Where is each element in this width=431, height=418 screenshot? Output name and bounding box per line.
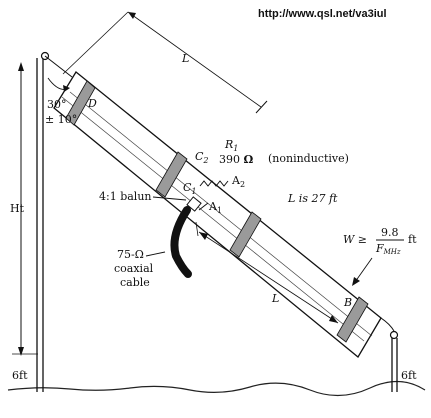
balun-box [186,196,202,212]
angle-tolerance-label: ± 10° [45,113,77,126]
feed-point-a1 [198,202,209,211]
ht-dimension [12,62,38,356]
right-post [389,330,399,392]
c1-label: C1 [183,181,197,196]
post-pulley [389,330,399,340]
w-leader-arrow [352,277,360,286]
band-a2 [229,211,262,258]
r1-value-label: 390 Ω [219,153,254,166]
six-ft-right-label: 6ft [401,369,417,382]
coax-leader [145,251,166,257]
left-rope [44,55,73,78]
noninductive-label: (noninductive) [268,152,349,165]
b-label: B [343,296,352,309]
w-formula-denominator: FMHz [375,242,401,256]
six-ft-left-label: 6ft [12,369,28,382]
right-rope [380,317,395,332]
l-bottom-dimension [195,221,339,324]
balun-leader [152,196,187,201]
a2-label: A2 [231,174,245,189]
w-formula-unit: ft [408,233,417,246]
balun-label: 4:1 balun [99,190,152,203]
l-top-label: L [181,52,189,65]
l-top-dimension [62,11,268,114]
w-formula: W ≥ 9.8 FMHz ft [343,226,417,256]
ground-line [7,380,426,397]
angle-label: 30° [47,98,67,111]
band-c2 [155,151,188,198]
source-url: http://www.qsl.net/va3iul [258,8,387,20]
r1-label: R1 [224,138,238,153]
d-label: D [87,97,97,110]
antenna-body [53,71,382,358]
l-length-note: L is 27 ft [287,192,338,205]
band-d [65,80,96,126]
resistor-r1 [199,180,229,187]
band-b [336,296,369,343]
coax-label-line3: cable [120,276,150,289]
c2-label: C2 [195,150,209,165]
coax-label-line1: 75-Ω [117,248,144,261]
w-formula-lhs: W ≥ [343,233,367,246]
w-leader [354,257,373,283]
ht-label: Ht [10,202,25,215]
a1-label: A1 [208,200,222,215]
coax-label-line2: coaxial [114,262,154,275]
l-bottom-label: L [271,292,279,305]
w-formula-numerator: 9.8 [381,226,399,239]
coax-cable [170,206,192,278]
angle-indicator [47,77,70,92]
